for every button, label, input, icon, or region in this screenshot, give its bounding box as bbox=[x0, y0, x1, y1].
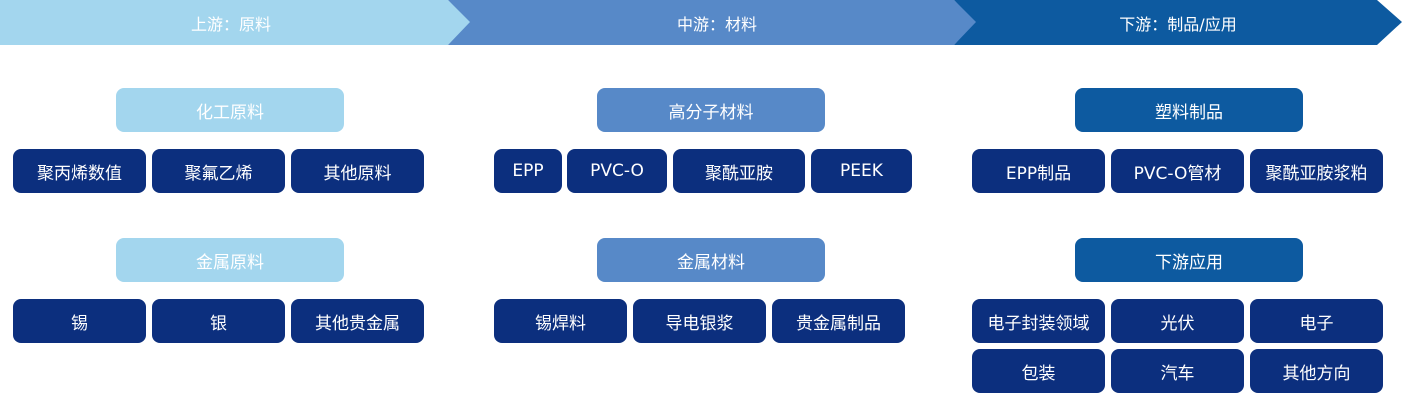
item-epp: EPP bbox=[494, 149, 562, 193]
stage-arrow-downstream: 下游：制品/应用 bbox=[954, 0, 1402, 45]
stage-arrow-upstream: 上游：原料 bbox=[0, 0, 472, 45]
item-tin: 锡 bbox=[13, 299, 146, 343]
stage-arrow-midstream: 中游：材料 bbox=[448, 0, 978, 45]
item-polyvinyl-fluoride: 聚氟乙烯 bbox=[152, 149, 285, 193]
item-epp-products: EPP制品 bbox=[972, 149, 1105, 193]
category-plastic-products: 塑料制品 bbox=[1075, 88, 1303, 132]
item-peek: PEEK bbox=[811, 149, 912, 193]
item-silver: 银 bbox=[152, 299, 285, 343]
category-raw-chemical: 化工原料 bbox=[116, 88, 344, 132]
category-applications: 下游应用 bbox=[1075, 238, 1303, 282]
stage-label-downstream: 下游：制品/应用 bbox=[1119, 14, 1237, 34]
item-tin-solder: 锡焊料 bbox=[494, 299, 627, 343]
item-other-raw: 其他原料 bbox=[291, 149, 424, 193]
item-polyimide-pulp: 聚酰亚胺浆粕 bbox=[1250, 149, 1383, 193]
stage-label-midstream: 中游：材料 bbox=[676, 14, 757, 34]
category-metal-material: 金属材料 bbox=[597, 238, 825, 282]
item-pvc-o-pipe: PVC-O管材 bbox=[1111, 149, 1244, 193]
item-polyimide: 聚酰亚胺 bbox=[673, 149, 805, 193]
item-precious-metal-products: 贵金属制品 bbox=[772, 299, 905, 343]
stage-label-upstream: 上游：原料 bbox=[190, 14, 271, 34]
category-metal-raw: 金属原料 bbox=[116, 238, 344, 282]
item-photovoltaic: 光伏 bbox=[1111, 299, 1244, 343]
item-other-directions: 其他方向 bbox=[1250, 349, 1383, 393]
item-conductive-silver-paste: 导电银浆 bbox=[633, 299, 766, 343]
item-automotive: 汽车 bbox=[1111, 349, 1244, 393]
item-polypropylene: 聚丙烯数值 bbox=[13, 149, 146, 193]
item-packaging: 包装 bbox=[972, 349, 1105, 393]
item-other-precious-metals: 其他贵金属 bbox=[291, 299, 424, 343]
item-electronic-packaging: 电子封装领域 bbox=[972, 299, 1105, 343]
category-polymer: 高分子材料 bbox=[597, 88, 825, 132]
item-electronics: 电子 bbox=[1250, 299, 1383, 343]
item-pvc-o: PVC-O bbox=[567, 149, 667, 193]
